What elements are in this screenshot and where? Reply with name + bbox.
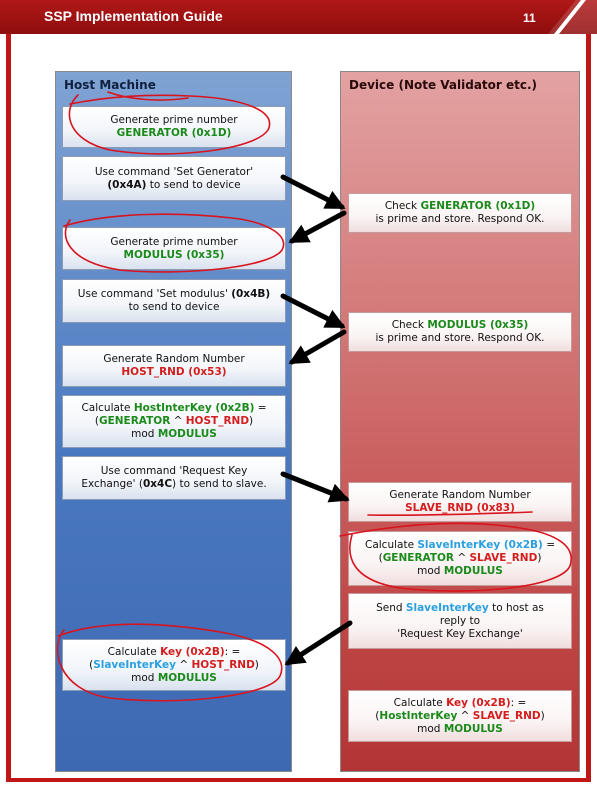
header-title: SSP Implementation Guide — [44, 8, 223, 24]
page-number: 11 — [523, 11, 536, 25]
step-text: ^ — [176, 658, 192, 671]
header-decoration — [548, 0, 597, 34]
modulus-value: MODULUS — [443, 565, 503, 577]
arrow-check-modulus-to-host — [288, 329, 347, 365]
device-column: Device (Note Validator etc.) — [340, 71, 580, 772]
step-text: Generate Random Number — [389, 489, 531, 501]
step-text: mod — [417, 565, 444, 577]
frame-border-right — [586, 34, 591, 780]
step-text: ) to send to slave. — [172, 478, 267, 490]
modulus-value: MODULUS — [443, 722, 503, 735]
slaveinterkey-value: SlaveInterKey — [93, 658, 177, 671]
step-set-modulus: Use command 'Set modulus' (0x4B) to send… — [62, 279, 286, 323]
step-text: : = — [224, 645, 241, 658]
step-text: ( — [94, 415, 99, 427]
step-text: Generate Random Number — [103, 353, 245, 365]
step-text: = — [254, 402, 267, 414]
step-text: is prime and store. Respond OK. — [375, 332, 545, 344]
step-calc-hostinterkey: Calculate HostInterKey (0x2B) = (GENERAT… — [62, 395, 286, 448]
step-generate-generator: Generate prime number GENERATOR (0x1D) — [62, 106, 286, 148]
step-text: reply to — [439, 614, 481, 627]
step-text: to send to device — [146, 178, 241, 191]
step-check-generator: Check GENERATOR (0x1D) is prime and stor… — [348, 193, 572, 233]
step-text: mod — [131, 428, 158, 440]
step-text: Check — [384, 200, 421, 212]
step-text: ) — [540, 709, 545, 722]
frame-tab — [22, 34, 114, 42]
hostinterkey-value: HostInterKey (0x2B) — [133, 402, 255, 414]
step-generate-slave-rnd: Generate Random Number SLAVE_RND (0x83) — [348, 482, 572, 522]
arrow-check-generator-to-host — [288, 210, 347, 244]
step-send-slaveinterkey: Send SlaveInterKey to host as reply to '… — [348, 593, 572, 649]
key-value: Key (0x2B) — [160, 645, 225, 658]
step-text: : = — [510, 696, 527, 709]
slaveinterkey-value: SlaveInterKey — [405, 601, 489, 614]
step-check-modulus: Check MODULUS (0x35) is prime and store.… — [348, 312, 572, 352]
host-rnd-value: HOST_RND (0x53) — [121, 366, 227, 378]
step-text: ^ — [457, 709, 473, 722]
slave-rnd-value: SLAVE_RND (0x83) — [405, 502, 515, 514]
step-text: Calculate — [81, 402, 134, 414]
modulus-value: MODULUS (0x35) — [427, 319, 529, 331]
step-text: mod — [417, 722, 444, 735]
host-column-title: Host Machine — [64, 78, 156, 92]
step-text: = — [542, 539, 555, 551]
slave-rnd-value: SLAVE_RND — [469, 552, 538, 564]
arrow-request-key-to-device — [280, 471, 350, 503]
step-request-key-exchange: Use command 'Request Key Exchange' (0x4C… — [62, 456, 286, 500]
step-text: Exchange' ( — [81, 478, 143, 490]
generator-value: GENERATOR — [382, 552, 455, 564]
step-device-calc-key: Calculate Key (0x2B): = (HostInterKey ^ … — [348, 690, 572, 742]
generator-value: GENERATOR — [98, 415, 171, 427]
device-column-title: Device (Note Validator etc.) — [349, 78, 538, 92]
step-text: is prime and store. Respond OK. — [375, 213, 545, 225]
step-text: Calculate — [393, 696, 447, 709]
step-text: mod — [131, 671, 158, 684]
command-code: (0x4B) — [231, 288, 271, 300]
step-text: ) — [537, 552, 542, 564]
command-code: (0x4A) — [107, 178, 147, 191]
step-calc-slaveinterkey: Calculate SlaveInterKey (0x2B) = (GENERA… — [348, 531, 572, 586]
step-text: to host as — [488, 601, 544, 614]
frame-border-bottom — [6, 778, 591, 782]
page-header: SSP Implementation Guide 11 — [0, 0, 597, 34]
generator-value: GENERATOR (0x1D) — [420, 200, 536, 212]
generator-value: GENERATOR (0x1D) — [116, 127, 232, 139]
step-text: 'Request Key Exchange' — [397, 627, 523, 640]
step-text: Generate prime number — [110, 114, 238, 126]
host-rnd-value: HOST_RND — [191, 658, 255, 671]
step-text: ) — [249, 415, 254, 427]
command-code: 0x4C — [142, 478, 173, 490]
step-text: ( — [375, 709, 380, 722]
step-text: ) — [254, 658, 259, 671]
frame-border-left — [6, 34, 11, 780]
step-generate-modulus: Generate prime number MODULUS (0x35) — [62, 227, 286, 270]
modulus-value: MODULUS (0x35) — [123, 248, 225, 261]
modulus-value: MODULUS — [157, 428, 217, 440]
slaveinterkey-value: SlaveInterKey (0x2B) — [417, 539, 543, 551]
step-text: Use command 'Set modulus' — [77, 288, 232, 300]
step-text: Generate prime number — [110, 235, 238, 248]
step-text: ^ — [170, 415, 186, 427]
step-set-generator: Use command 'Set Generator' (0x4A) to se… — [62, 156, 286, 201]
step-host-calc-key: Calculate Key (0x2B): = (SlaveInterKey ^… — [62, 639, 286, 691]
step-text: Calculate — [364, 539, 418, 551]
hostinterkey-value: HostInterKey — [379, 709, 458, 722]
step-text: Calculate — [107, 645, 161, 658]
step-text: Check — [391, 319, 428, 331]
slave-rnd-value: SLAVE_RND — [472, 709, 541, 722]
step-text: to send to device — [128, 301, 220, 313]
step-generate-host-rnd: Generate Random Number HOST_RND (0x53) — [62, 345, 286, 387]
modulus-value: MODULUS — [157, 671, 217, 684]
host-rnd-value: HOST_RND — [185, 415, 250, 427]
step-text: Use command 'Set Generator' — [94, 165, 254, 178]
step-text: ^ — [454, 552, 470, 564]
step-text: Send — [376, 601, 406, 614]
step-text: Use command 'Request Key — [100, 465, 248, 477]
key-value: Key (0x2B) — [446, 696, 511, 709]
